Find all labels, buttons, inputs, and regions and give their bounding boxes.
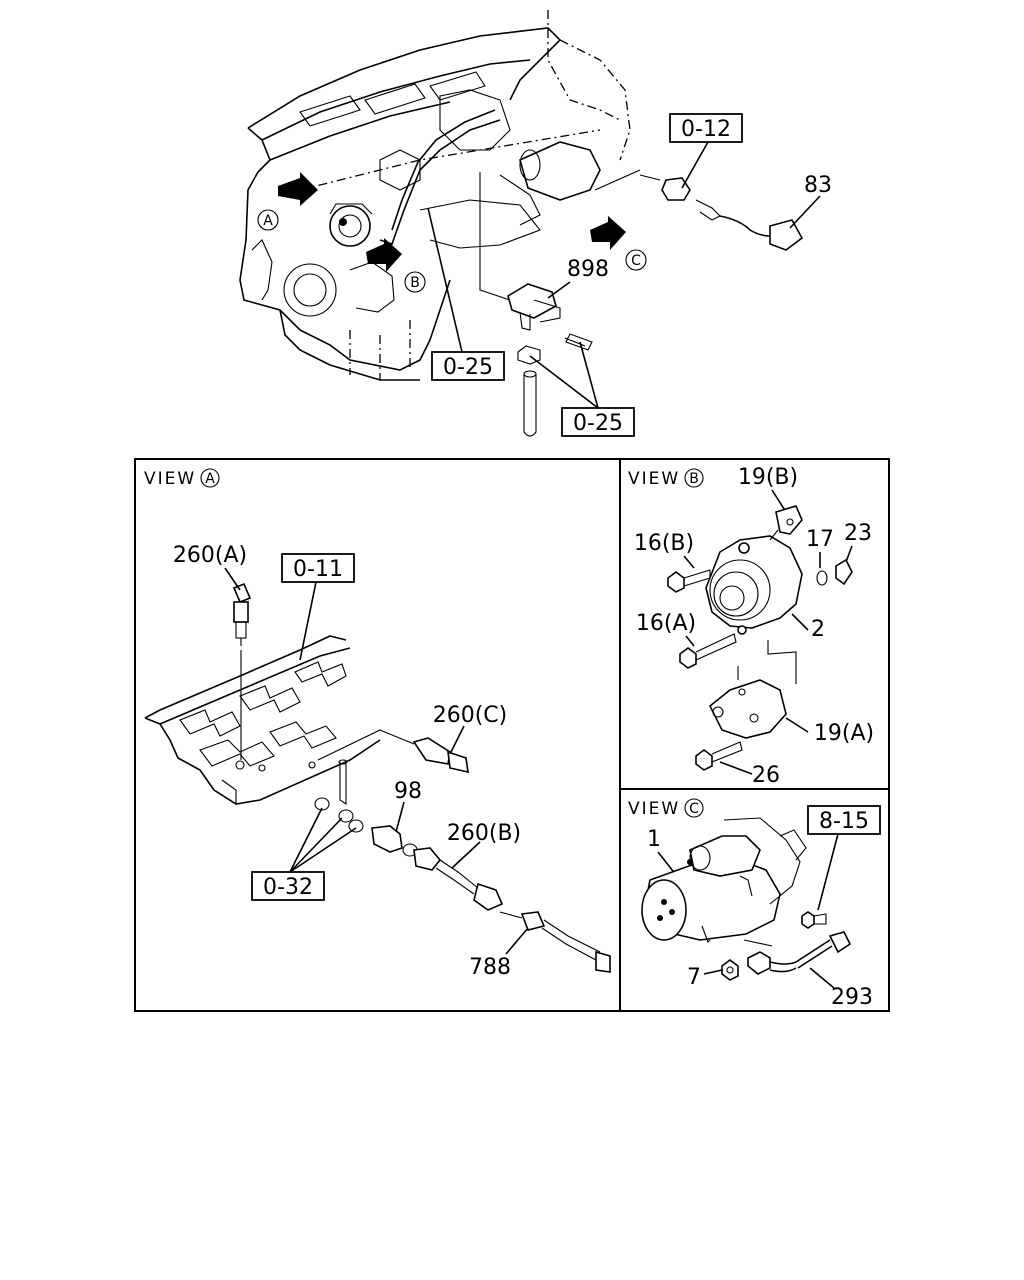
marker-a: A	[257, 209, 279, 231]
alternator-2	[705, 529, 803, 635]
engine-overview	[239, 10, 804, 437]
washers-0-32	[314, 759, 364, 833]
view-a-panel: VIEW A 260(A) 0-11	[144, 468, 611, 980]
part-label-898: 898	[567, 257, 609, 282]
part-label-260b: 260(B)	[447, 821, 521, 846]
nut-23	[835, 558, 853, 586]
part-label-16b: 16(B)	[634, 531, 694, 556]
harness-788	[499, 911, 611, 973]
part-label-293: 293	[831, 985, 873, 1010]
bolt-16a	[679, 633, 737, 669]
top-leaders	[427, 141, 821, 409]
ref-label-0-12: 0-12	[681, 117, 731, 142]
svg-text:C: C	[631, 253, 641, 269]
part-label-19b: 19(B)	[738, 465, 798, 490]
view-panels-frame	[134, 458, 890, 1012]
part-label-2: 2	[811, 617, 825, 642]
view-c-panel: VIEW C 8-15 1	[628, 798, 881, 1010]
sensor-260b	[413, 847, 504, 911]
view-b-title: VIEW	[628, 469, 680, 489]
part-label-260a: 260(A)	[173, 543, 247, 568]
bracket-19b	[775, 505, 803, 535]
cable-293	[747, 931, 852, 975]
view-b-circle: B	[689, 471, 699, 487]
ref-label-8-15: 8-15	[819, 809, 869, 834]
washer-17	[816, 570, 828, 586]
view-a-circle: A	[205, 471, 215, 487]
svg-text:B: B	[410, 275, 420, 291]
svg-text:A: A	[263, 213, 273, 229]
marker-c: C	[625, 249, 647, 271]
part-label-7: 7	[687, 965, 701, 990]
ref-box-0-11	[281, 553, 355, 583]
cylinder-head	[144, 635, 381, 805]
part-label-23: 23	[844, 521, 872, 546]
part-label-16a: 16(A)	[636, 611, 696, 636]
part-label-19a: 19(A)	[814, 721, 874, 746]
sensor-260c	[317, 729, 469, 774]
part-label-83: 83	[804, 173, 832, 198]
ref-label-0-32: 0-32	[263, 875, 313, 900]
bolt-8-15	[801, 911, 827, 929]
view-c-title: VIEW	[628, 799, 680, 819]
ref-box-8-15	[807, 805, 881, 835]
starter-motor-1	[641, 817, 807, 947]
nut-7	[721, 959, 739, 981]
sensor-260a	[232, 582, 252, 760]
bolt-26	[695, 741, 743, 771]
part-label-788: 788	[469, 955, 511, 980]
ref-box-0-12	[669, 113, 743, 143]
view-a-title: VIEW	[144, 469, 196, 489]
part-label-26: 26	[752, 763, 780, 788]
ref-label-0-25-lower: 0-25	[573, 411, 623, 436]
ref-box-0-25-lower	[561, 407, 635, 437]
ref-box-0-25-upper	[431, 351, 505, 381]
view-c-circle: C	[689, 801, 699, 817]
ref-box-0-32	[251, 871, 325, 901]
bracket-19a	[708, 679, 787, 739]
fitting-98	[371, 825, 418, 857]
ref-label-0-11: 0-11	[293, 557, 343, 582]
marker-b: B	[404, 271, 426, 293]
bolt-16b	[667, 569, 711, 593]
part-label-17: 17	[806, 527, 834, 552]
view-b-panel: VIEW B 19(B) 16(B) 17 23	[628, 465, 874, 788]
ref-label-0-25-upper: 0-25	[443, 355, 493, 380]
part-label-260c: 260(C)	[433, 703, 508, 728]
part-label-1: 1	[647, 827, 661, 852]
part-label-98: 98	[394, 779, 422, 804]
